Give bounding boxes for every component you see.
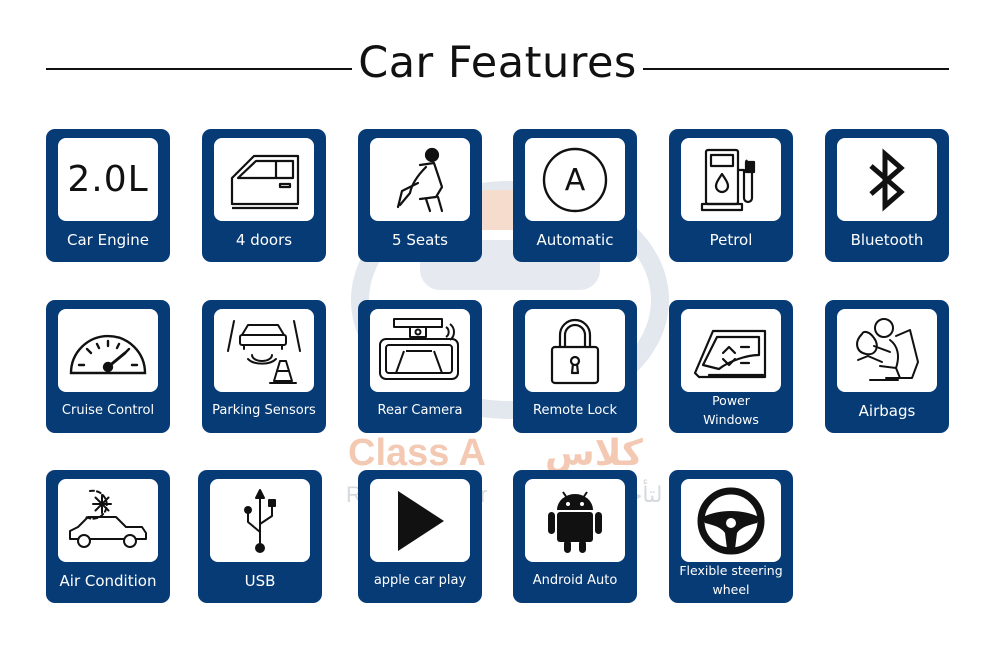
- fuel-pump-icon: [681, 138, 781, 221]
- android-icon: [525, 479, 625, 562]
- feature-label: USB: [244, 571, 276, 590]
- feature-rear-camera: Rear Camera: [358, 300, 482, 433]
- parking-sensor-icon: [214, 309, 314, 392]
- feature-label: Power Windows: [671, 392, 791, 429]
- feature-power-windows: Power Windows: [669, 300, 793, 433]
- feature-label-line-1: Power: [712, 393, 750, 409]
- play-icon: [370, 479, 470, 562]
- speedometer-icon: [58, 309, 158, 392]
- feature-label-line-2: Windows: [703, 411, 759, 427]
- feature-label: Parking Sensors: [212, 402, 316, 418]
- feature-label: Flexible steering wheel: [671, 562, 791, 599]
- feature-automatic: A Automatic: [513, 129, 637, 262]
- snowflake-icon: [92, 493, 112, 514]
- feature-doors: 4 doors: [202, 129, 326, 262]
- feature-air-condition: Air Condition: [46, 470, 170, 603]
- automatic-glyph: A: [565, 163, 586, 198]
- feature-label: Petrol: [709, 230, 753, 249]
- feature-label: 4 doors: [235, 230, 293, 249]
- feature-seats: 5 Seats: [358, 129, 482, 262]
- feature-bluetooth: Bluetooth: [825, 129, 949, 262]
- header: Car Features: [0, 30, 996, 100]
- feature-apple-car-play: apple car play: [358, 470, 482, 603]
- feature-remote-lock: Remote Lock: [513, 300, 637, 433]
- bluetooth-icon: [837, 138, 937, 221]
- title-rule-left: [46, 68, 352, 70]
- feature-label: Remote Lock: [533, 402, 617, 418]
- feature-car-engine: 2.0L Car Engine: [46, 129, 170, 262]
- feature-label: 5 Seats: [392, 230, 448, 249]
- air-condition-icon: [58, 479, 158, 562]
- feature-label: Airbags: [858, 401, 916, 420]
- feature-label-line-2: wheel: [712, 581, 750, 597]
- engine-size-value: 2.0L: [67, 159, 149, 200]
- engine-size-face: 2.0L: [58, 138, 158, 221]
- feature-label: apple car play: [373, 572, 467, 588]
- title-rule-right: [643, 68, 949, 70]
- automatic-transmission-icon: A: [525, 138, 625, 221]
- feature-flexible-steering-wheel: Flexible steering wheel: [669, 470, 793, 603]
- car-seat-icon: [370, 138, 470, 221]
- airbag-icon: [837, 309, 937, 392]
- power-window-icon: [681, 309, 781, 392]
- feature-label: Android Auto: [532, 572, 618, 588]
- feature-label: Rear Camera: [377, 402, 463, 418]
- steering-wheel-icon: [681, 479, 781, 562]
- feature-label: Automatic: [536, 230, 614, 249]
- usb-icon: [210, 479, 310, 562]
- feature-petrol: Petrol: [669, 129, 793, 262]
- car-door-icon: [214, 138, 314, 221]
- padlock-icon: [525, 309, 625, 392]
- feature-usb: USB: [198, 470, 322, 603]
- rear-camera-mirror-icon: [370, 309, 470, 392]
- feature-airbags: Airbags: [825, 300, 949, 433]
- feature-label: Cruise Control: [61, 402, 155, 418]
- feature-cruise-control: Cruise Control: [46, 300, 170, 433]
- feature-label-line-1: Flexible steering: [679, 563, 783, 579]
- page-title: Car Features: [358, 38, 637, 88]
- watermark-brand: Class A: [348, 432, 486, 474]
- feature-label: Car Engine: [66, 230, 149, 249]
- feature-parking-sensors: Parking Sensors: [202, 300, 326, 433]
- feature-label: Bluetooth: [850, 230, 924, 249]
- feature-label: Air Condition: [59, 571, 157, 590]
- feature-android-auto: Android Auto: [513, 470, 637, 603]
